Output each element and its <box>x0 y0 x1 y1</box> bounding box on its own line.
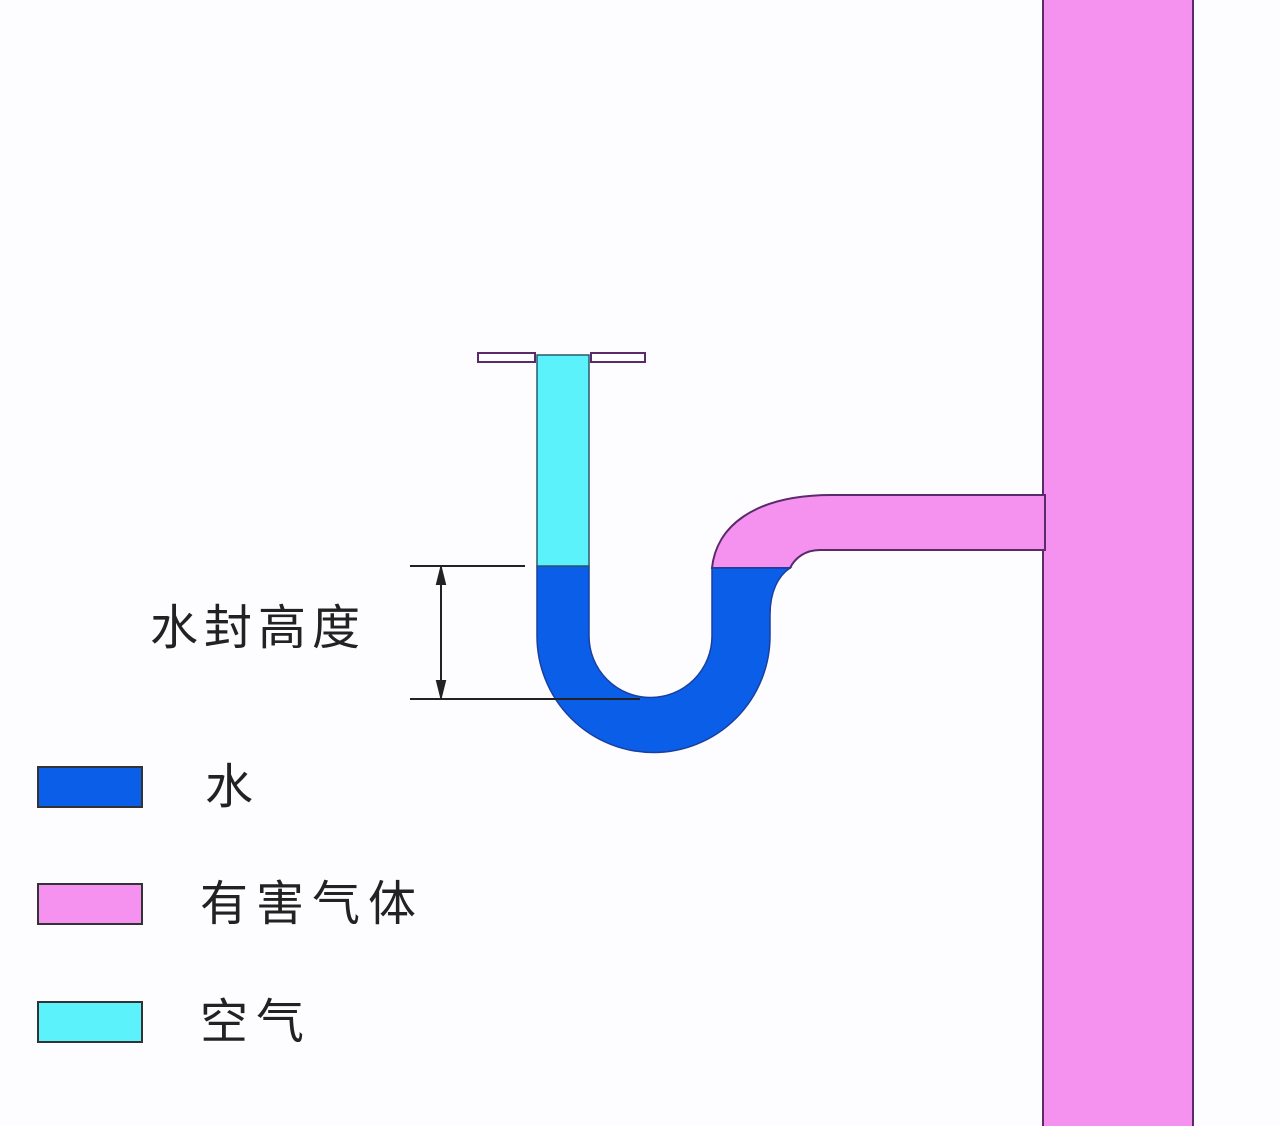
legend-swatch-gas <box>37 883 143 925</box>
seal-height-dimension <box>410 565 640 700</box>
legend-swatch-air <box>37 1001 143 1043</box>
seal-height-label: 水封高度 <box>150 600 367 656</box>
legend-label-water: 水 <box>205 759 260 815</box>
legend-label-gas: 有害气体 <box>200 876 425 932</box>
legend-swatch-water <box>37 766 143 808</box>
water-seal <box>536 565 793 754</box>
drain-flange-left <box>477 352 536 363</box>
air-column <box>536 354 590 567</box>
drain-flange-right <box>590 352 646 363</box>
vertical-stack-pipe <box>1042 0 1194 1126</box>
gas-section <box>710 494 1046 569</box>
legend-label-air: 空气 <box>200 994 313 1050</box>
